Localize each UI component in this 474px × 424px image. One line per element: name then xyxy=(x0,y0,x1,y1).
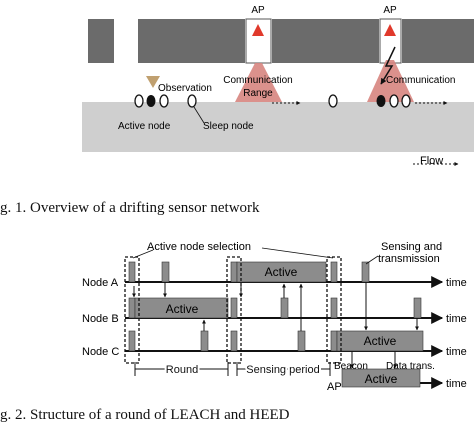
pulse xyxy=(413,297,422,319)
bar-block-1 xyxy=(138,19,245,63)
node-c-label: Node C xyxy=(82,346,119,358)
time-label-b: time xyxy=(446,313,467,325)
pulse xyxy=(230,261,238,283)
selection-box-3 xyxy=(326,256,342,364)
sleep-node-icon xyxy=(187,94,197,108)
sensing-label-2: transmission xyxy=(378,253,440,265)
pulse xyxy=(200,330,209,352)
beacon-label: Beacon xyxy=(334,361,368,372)
ap-left-label: AP xyxy=(251,5,265,16)
pulse xyxy=(361,261,370,283)
leader-line xyxy=(261,247,334,259)
figure-1: AP AP Observation Communication Range Co… xyxy=(82,0,474,180)
sleep-node-leader xyxy=(193,106,205,124)
data-trans-label: Data trans. xyxy=(386,361,435,372)
ap-label: AP xyxy=(327,381,342,393)
active-block-node-b xyxy=(134,297,229,319)
flow-label: Flow xyxy=(420,155,443,167)
sensing-period-label: Sensing period xyxy=(246,364,319,376)
sensing-label-1: Sensing and xyxy=(381,241,442,253)
water-band xyxy=(82,102,474,152)
leader-line xyxy=(365,255,379,265)
ap-right-icon xyxy=(384,24,396,36)
observation-label: Observation xyxy=(158,83,212,94)
bar-block-3 xyxy=(402,19,474,63)
sleep-node-icon xyxy=(328,94,338,108)
time-label-ap: time xyxy=(446,378,467,390)
ap-right-label: AP xyxy=(383,5,397,16)
sleep-node-icon xyxy=(389,94,399,108)
time-label-c: time xyxy=(446,346,467,358)
active-label-ap: Active xyxy=(365,372,398,386)
node-a-label: Node A xyxy=(82,277,119,289)
active-node-icon xyxy=(146,95,156,107)
pulse xyxy=(330,330,338,352)
comm-range-left xyxy=(235,63,282,102)
node-b-label: Node B xyxy=(82,313,119,325)
leader-line xyxy=(132,249,154,259)
time-label-a: time xyxy=(446,277,467,289)
active-node-label: Active node xyxy=(118,121,171,132)
round-label: Round xyxy=(166,364,198,376)
bar-block-2 xyxy=(272,19,379,63)
pulse xyxy=(330,261,338,283)
pulse xyxy=(230,297,238,319)
pulse xyxy=(128,261,136,283)
figure-1-caption: g. 1. Overview of a drifting sensor netw… xyxy=(0,200,260,216)
active-node-icon xyxy=(376,95,386,107)
sleep-node-icon xyxy=(401,94,411,108)
figure-2: Active node selection Sensing and transm… xyxy=(82,241,467,393)
sleep-node-label: Sleep node xyxy=(203,121,254,132)
lightning-icon xyxy=(380,46,396,85)
active-label-node-b: Active xyxy=(166,302,199,316)
pulse xyxy=(128,330,136,352)
selection-box-1 xyxy=(124,256,140,364)
observation-cone xyxy=(146,76,160,88)
pulse xyxy=(297,330,306,352)
pulse xyxy=(330,297,338,319)
comm-range-right xyxy=(367,60,414,102)
bar-block-left xyxy=(88,19,114,63)
active-block-node-a xyxy=(236,261,327,283)
sleep-node-icon xyxy=(134,94,144,108)
pulse xyxy=(161,261,170,283)
pulse xyxy=(128,297,136,319)
figure-2-caption: g. 2. Structure of a round of LEACH and … xyxy=(0,407,290,423)
pulse xyxy=(280,297,289,319)
active-label-node-a: Active xyxy=(265,265,298,279)
comm-range-label-2: Range xyxy=(243,88,273,99)
active-label-node-c: Active xyxy=(364,334,397,348)
comm-range-label-1: Communication xyxy=(223,75,292,86)
ap-left-icon xyxy=(252,24,264,36)
active-block-ap xyxy=(341,368,421,388)
active-block-node-c xyxy=(336,330,424,352)
active-node-selection-label: Active node selection xyxy=(147,241,251,253)
selection-box-2 xyxy=(226,256,242,364)
pulse xyxy=(230,330,238,352)
sleep-node-icon xyxy=(159,94,169,108)
communication-label: Communication xyxy=(386,75,455,86)
